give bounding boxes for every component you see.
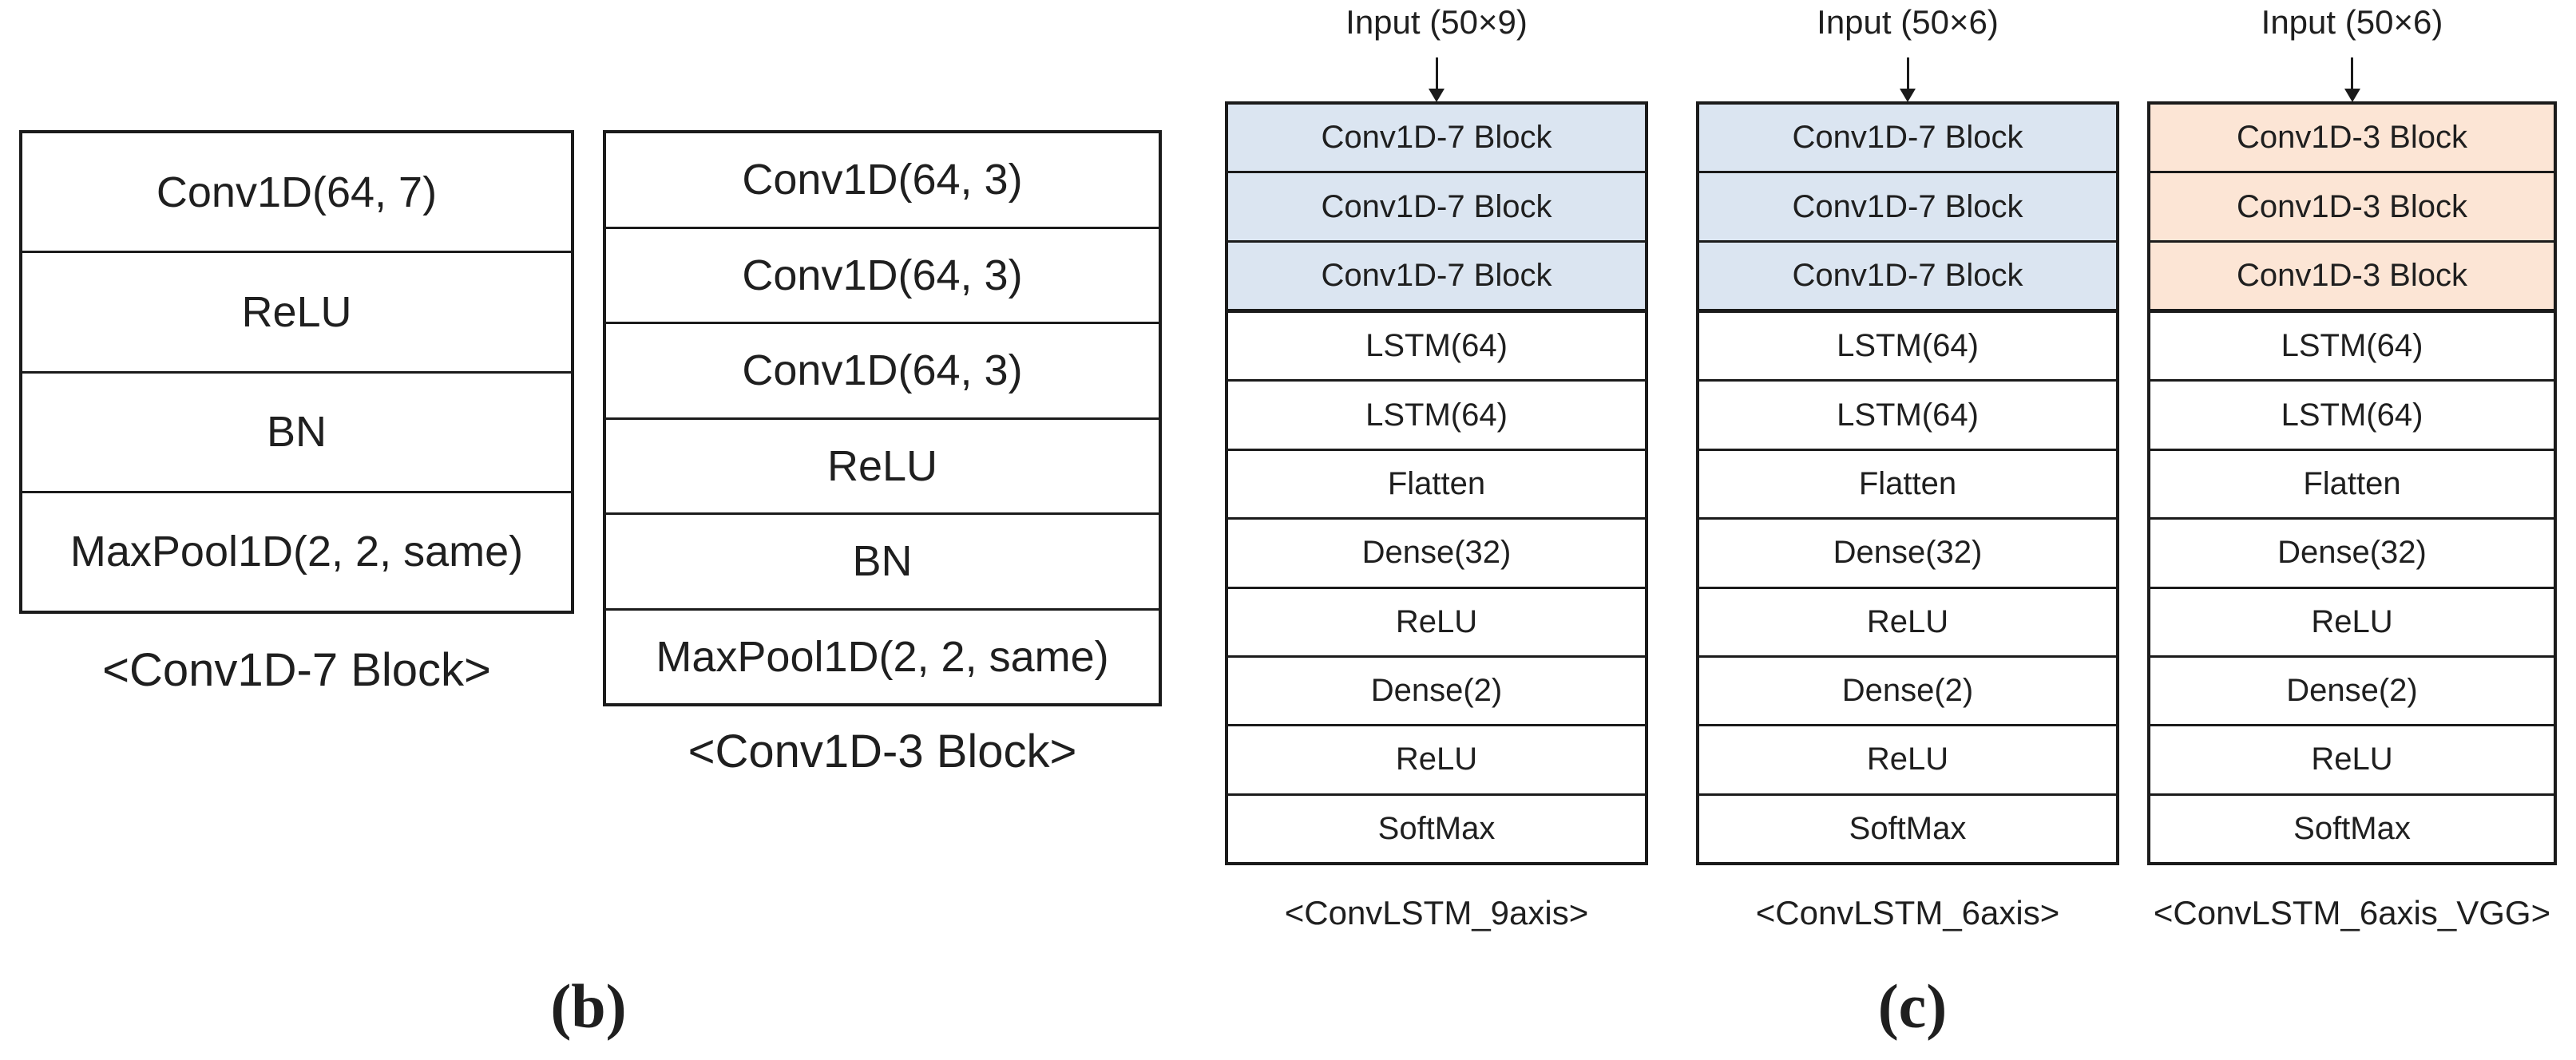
layer-stack-table: Conv1D-7 Block Conv1D-7 Block Conv1D-7 B… [1696, 101, 2119, 865]
layer-row: Conv1D(64, 3) [606, 133, 1159, 229]
arrow-head [1429, 89, 1445, 102]
layer-row: Dense(2) [2150, 657, 2554, 727]
conv-block-row: Conv1D-7 Block [1699, 242, 2116, 314]
layer-row: ReLU [1228, 726, 1645, 796]
layer-row: SoftMax [1228, 795, 1645, 862]
layer-row: Conv1D(64, 3) [606, 228, 1159, 324]
down-arrow-icon [2344, 57, 2360, 102]
layer-row: ReLU [1228, 588, 1645, 658]
arrow-shaft [2351, 57, 2353, 89]
layer-row: BN [606, 515, 1159, 611]
layer-row: Flatten [1228, 450, 1645, 520]
layer-row: MaxPool1D(2, 2, same) [606, 610, 1159, 703]
layer-row: Flatten [2150, 450, 2554, 520]
arrow-head [1900, 89, 1916, 102]
network-caption: <ConvLSTM_9axis> [1284, 894, 1589, 931]
layer-row: LSTM(64) [1699, 313, 2116, 382]
layer-row: LSTM(64) [1228, 382, 1645, 451]
layer-row: BN [22, 373, 571, 493]
arrow-shaft [1906, 57, 1909, 89]
layer-row: LSTM(64) [1699, 382, 2116, 451]
layer-row: ReLU [2150, 588, 2554, 658]
subfigure-c-caption: (c) [1877, 971, 1948, 1041]
conv-block-row: Conv1D-7 Block [1699, 105, 2116, 174]
conv-block-row: Conv1D-3 Block [2150, 105, 2554, 174]
layer-row: LSTM(64) [2150, 382, 2554, 451]
network-column-convlstm-9axis: Input (50×9) Conv1D-7 Block Conv1D-7 Blo… [1225, 0, 1648, 1060]
layer-row: Flatten [1699, 450, 2116, 520]
layer-row: ReLU [1699, 588, 2116, 658]
conv1d-7-block-caption: <Conv1D-7 Block> [102, 644, 491, 696]
input-shape-label: Input (50×6) [2261, 3, 2443, 41]
layer-row: SoftMax [2150, 795, 2554, 862]
layer-row: ReLU [22, 253, 571, 374]
layer-stack-table: Conv1D-3 Block Conv1D-3 Block Conv1D-3 B… [2147, 101, 2557, 865]
network-caption: <ConvLSTM_6axis_VGG> [2153, 894, 2551, 931]
network-column-convlstm-6axis: Input (50×6) Conv1D-7 Block Conv1D-7 Blo… [1696, 0, 2119, 1060]
layer-row: SoftMax [1699, 795, 2116, 862]
conv-block-row: Conv1D-3 Block [2150, 173, 2554, 243]
conv1d-3-block-caption: <Conv1D-3 Block> [688, 726, 1077, 777]
layer-row: Dense(32) [1228, 520, 1645, 589]
conv1d-7-block-definition-table: Conv1D(64, 7) ReLU BN MaxPool1D(2, 2, sa… [19, 130, 574, 614]
conv-block-row: Conv1D-7 Block [1699, 173, 2116, 243]
conv-block-row: Conv1D-7 Block [1228, 173, 1645, 243]
subfigure-b-caption: (b) [550, 971, 627, 1041]
layer-stack-table: Conv1D-7 Block Conv1D-7 Block Conv1D-7 B… [1225, 101, 1648, 865]
layer-row: Dense(2) [1699, 657, 2116, 727]
conv-block-row: Conv1D-7 Block [1228, 105, 1645, 174]
conv-block-row: Conv1D-7 Block [1228, 242, 1645, 314]
conv1d-3-block-definition-table: Conv1D(64, 3) Conv1D(64, 3) Conv1D(64, 3… [603, 130, 1162, 706]
network-column-convlstm-6axis-vgg: Input (50×6) Conv1D-3 Block Conv1D-3 Blo… [2147, 0, 2557, 1060]
layer-row: LSTM(64) [1228, 313, 1645, 382]
down-arrow-icon [1900, 57, 1916, 102]
input-shape-label: Input (50×6) [1817, 3, 1999, 41]
arrow-head [2344, 89, 2360, 102]
layer-row: ReLU [1699, 726, 2116, 796]
layer-row: ReLU [2150, 726, 2554, 796]
layer-row: Conv1D(64, 3) [606, 324, 1159, 420]
layer-row: Dense(2) [1228, 657, 1645, 727]
layer-row: Dense(32) [2150, 520, 2554, 589]
input-shape-label: Input (50×9) [1345, 3, 1528, 41]
down-arrow-icon [1429, 57, 1445, 102]
layer-row: LSTM(64) [2150, 313, 2554, 382]
arrow-shaft [1435, 57, 1438, 89]
network-caption: <ConvLSTM_6axis> [1755, 894, 2060, 931]
layer-row: Dense(32) [1699, 520, 2116, 589]
layer-row: MaxPool1D(2, 2, same) [22, 492, 571, 611]
layer-row: ReLU [606, 419, 1159, 515]
conv-block-row: Conv1D-3 Block [2150, 242, 2554, 314]
layer-row: Conv1D(64, 7) [22, 133, 571, 254]
